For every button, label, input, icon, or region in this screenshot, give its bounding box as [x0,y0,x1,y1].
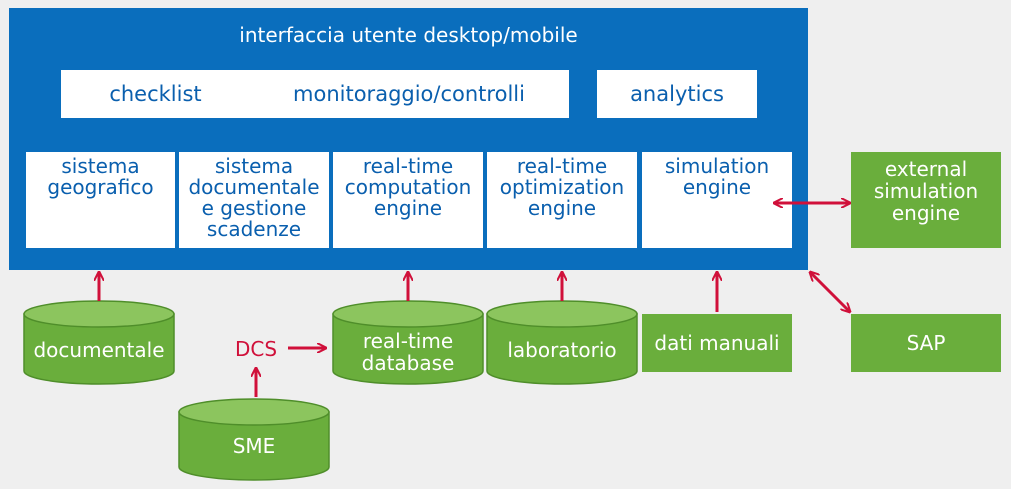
external-line: simulation [873,179,979,203]
laboratorio-text: laboratorio [507,338,617,362]
manual-data-label: dati manuali [654,331,780,355]
module-line: real-time [362,154,454,178]
dcs-label: DCS [234,337,278,361]
analytics-box: analytics [597,70,757,118]
monitoring-box: monitoraggio/controlli [249,70,569,118]
database-documentale [23,300,175,385]
realtime-db-line: database [361,351,455,375]
documentale-label: documentale [24,330,174,370]
external-simulation-box: external simulation engine [851,152,1001,248]
database-sme [178,398,330,481]
module-line: optimization [499,175,625,199]
monitoring-label: monitoraggio/controlli [293,82,525,106]
module-line: scadenze [206,217,302,241]
module-line: simulation [664,154,770,178]
manual-data-box: dati manuali [642,314,792,372]
realtime-db-line: real-time [362,329,454,353]
module-line: engine [527,196,597,220]
module-line: engine [373,196,443,220]
module-line: documentale [188,175,320,199]
documentale-text: documentale [33,338,165,362]
checklist-box: checklist [61,70,250,118]
sme-label: SME [179,426,329,466]
module-line: geografico [47,175,154,199]
module-line: computation [344,175,472,199]
module-line: real-time [516,154,608,178]
sap-label: SAP [906,331,946,355]
module-line: sistema [214,154,294,178]
checklist-label: checklist [109,82,202,106]
module-realtime-optimization: real-time optimization engine [487,152,637,248]
module-geographic-system: sistema geografico [26,152,175,248]
arrow-panel-sap [810,272,850,312]
module-line: engine [682,175,752,199]
realtime-db-label: real-time database [333,330,483,374]
module-simulation-engine: simulation engine [642,152,792,248]
analytics-label: analytics [630,82,724,106]
ui-panel-title: interfaccia utente desktop/mobile [239,23,578,47]
module-realtime-computation: real-time computation engine [333,152,483,248]
database-realtime [332,300,484,385]
module-line: sistema [61,154,140,178]
database-laboratorio [486,300,638,385]
sap-box: SAP [851,314,1001,372]
module-line: e gestione [201,196,307,220]
external-line: engine [891,201,961,225]
module-document-system: sistema documentale e gestione scadenze [179,152,329,248]
laboratorio-label: laboratorio [487,330,637,370]
sme-text: SME [232,434,276,458]
external-line: external [884,157,968,181]
